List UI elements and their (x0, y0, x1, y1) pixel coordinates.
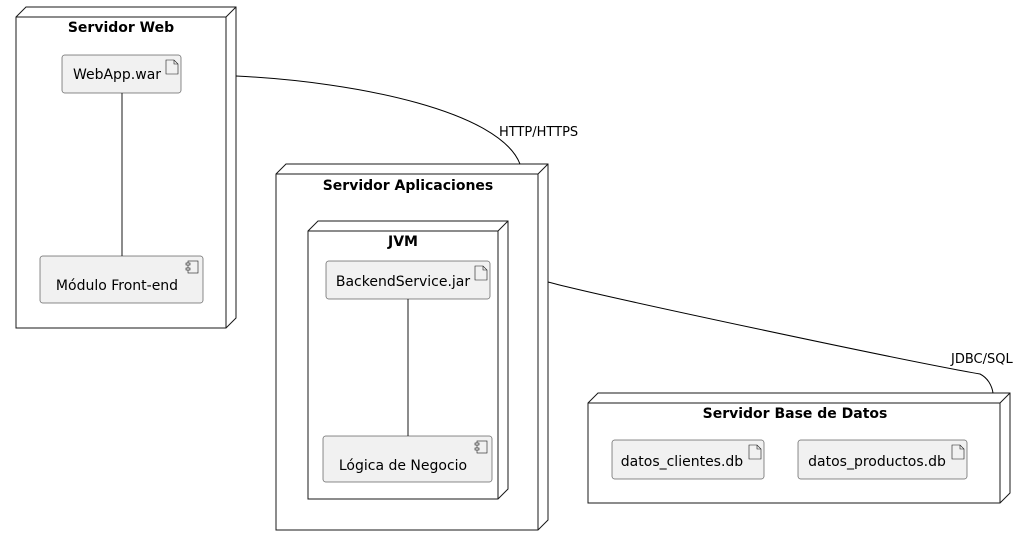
business-logic-component: Lógica de Negocio (322, 435, 493, 483)
artifact-icon (474, 265, 488, 281)
jvm-title: JVM (387, 234, 418, 250)
frontend-module-component: Módulo Front-end (39, 255, 204, 304)
artifact-icon (165, 59, 179, 75)
datos-productos-artifact: datos_productos.db (797, 439, 968, 480)
db-server-title: Servidor Base de Datos (703, 406, 888, 422)
backend-jar-label: BackendService.jar (336, 274, 471, 290)
web-to-app-connection-label: HTTP/HTTPS (499, 125, 578, 140)
backend-jar-artifact: BackendService.jar (325, 260, 491, 300)
component-icon (185, 260, 199, 274)
frontend-module-label: Módulo Front-end (56, 278, 178, 294)
datos-clientes-label: datos_clientes.db (621, 454, 744, 470)
artifact-icon (748, 444, 762, 460)
artifact-icon (951, 444, 965, 460)
datos-productos-label: datos_productos.db (808, 454, 946, 470)
webapp-war-artifact: WebApp.war (61, 54, 182, 94)
web-server-title: Servidor Web (68, 20, 174, 36)
component-icon (474, 440, 488, 454)
datos-clientes-artifact: datos_clientes.db (611, 439, 765, 480)
app-to-db-connection-label: JDBC/SQL (950, 352, 1013, 367)
app-to-db-connection (547, 281, 994, 394)
webapp-war-label: WebApp.war (73, 67, 161, 83)
web-to-app-connection (235, 75, 521, 165)
app-server-title: Servidor Aplicaciones (323, 178, 494, 194)
business-logic-label: Lógica de Negocio (339, 458, 467, 474)
